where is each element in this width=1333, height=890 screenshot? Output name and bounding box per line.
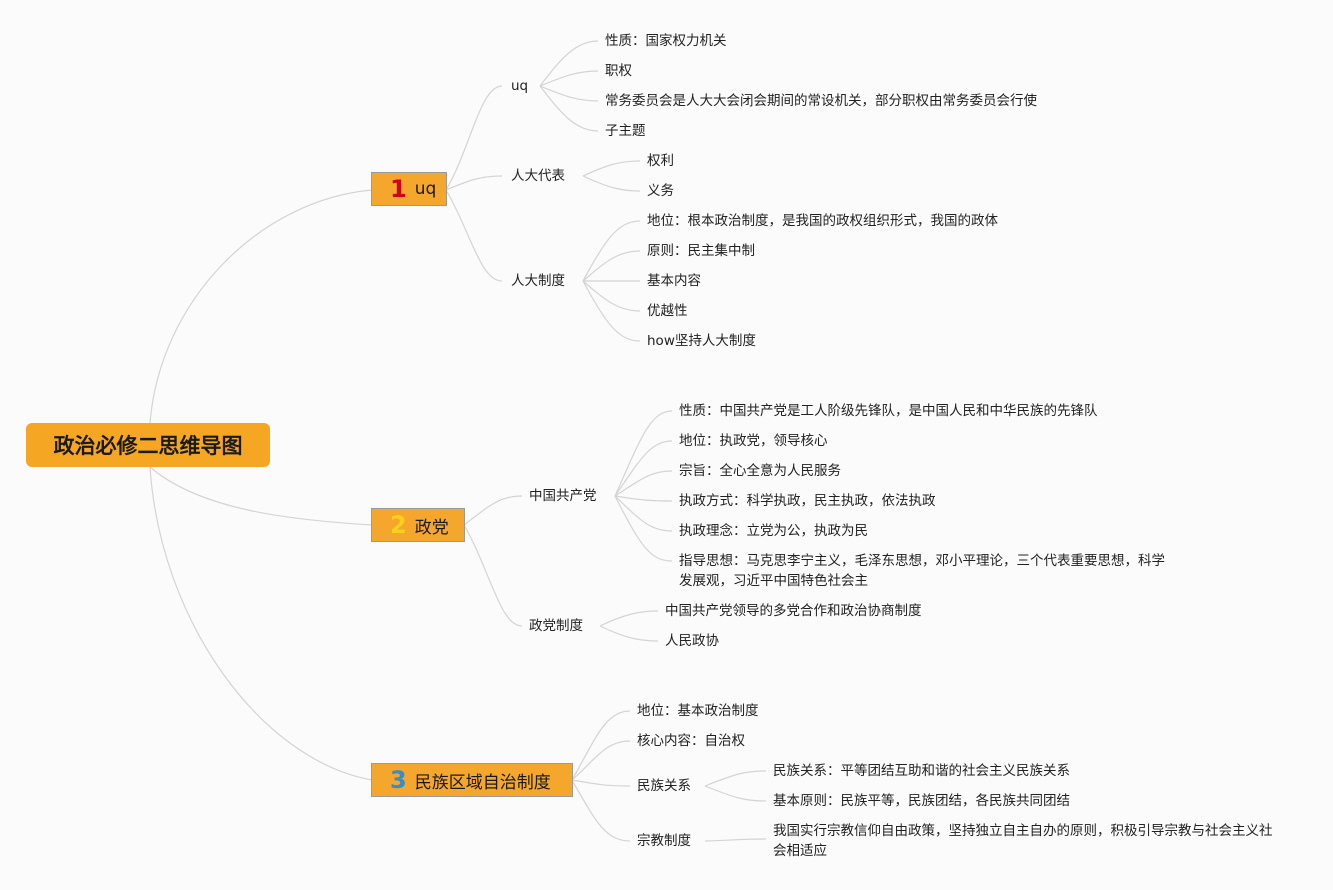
link-root-b1	[149, 189, 373, 424]
number-3-badge-icon: 3	[390, 766, 407, 794]
link-c3-l1	[582, 220, 641, 282]
topic-uq[interactable]: uq	[511, 78, 529, 94]
topic-core-content[interactable]: 核心内容：自治权	[637, 733, 745, 749]
leaf-item[interactable]: 宗旨：全心全意为人民服务	[679, 463, 841, 479]
leaf-item[interactable]: 性质：中国共产党是工人阶级先锋队，是中国人民和中华民族的先锋队	[679, 403, 1098, 419]
leaf-item[interactable]: 基本原则：民族平等，民族团结，各民族共同团结	[773, 793, 1070, 809]
link-c4-l3	[614, 470, 673, 497]
leaf-item[interactable]: 民族关系：平等团结互助和谐的社会主义民族关系	[773, 763, 1070, 779]
link-c5-l2	[599, 625, 659, 642]
link-c4-l1	[614, 410, 673, 497]
branch-2[interactable]: 2 政党	[371, 508, 465, 542]
link-c7-l1	[704, 838, 767, 842]
branch-1[interactable]: 1 uq	[371, 172, 447, 206]
link-c1-l4	[539, 85, 599, 132]
leaf-item[interactable]: 我国实行宗教信仰自由政策，坚持独立自主自办的原则，积极引导宗教与社会主义社会相适…	[773, 823, 1273, 859]
link-c4-l5	[614, 495, 673, 532]
link-b1-c2	[445, 175, 503, 191]
link-b3-c1	[571, 710, 631, 781]
link-c3-l5	[582, 280, 641, 342]
leaf-item[interactable]: 地位：根本政治制度，是我国的政权组织形式，我国的政体	[647, 213, 998, 229]
leaf-item[interactable]: 职权	[605, 63, 632, 79]
link-c1-l1	[539, 40, 599, 87]
topic-cpc[interactable]: 中国共产党	[529, 488, 597, 504]
root-title: 政治必修二思维导图	[53, 434, 243, 458]
leaf-item[interactable]: 子主题	[605, 123, 646, 139]
leaf-item[interactable]: 常务委员会是人大大会闭会期间的常设机关，部分职权由常务委员会行使	[605, 93, 1037, 109]
link-c6-l2	[704, 785, 767, 802]
topic-status[interactable]: 地位：基本政治制度	[637, 703, 759, 719]
leaf-item[interactable]: 原则：民主集中制	[647, 243, 755, 259]
link-c2-l1	[582, 160, 641, 177]
link-c4-l6	[614, 495, 673, 562]
topic-deputies[interactable]: 人大代表	[511, 168, 565, 184]
leaf-item[interactable]: 执政理念：立党为公，执政为民	[679, 523, 868, 539]
link-c3-l4	[582, 280, 641, 312]
leaf-item[interactable]: how坚持人大制度	[647, 333, 756, 349]
leaf-item[interactable]: 中国共产党领导的多党合作和政治协商制度	[665, 603, 922, 619]
link-c6-l1	[704, 770, 767, 787]
topic-npc-system[interactable]: 人大制度	[511, 273, 565, 289]
branch-label: uq	[414, 179, 437, 199]
branch-label: 民族区域自治制度	[414, 772, 551, 793]
leaf-item[interactable]: 人民政协	[665, 633, 719, 649]
topic-party-system[interactable]: 政党制度	[529, 618, 583, 634]
link-b1-c3	[445, 189, 503, 282]
branch-label: 政党	[414, 517, 449, 538]
link-b2-c2	[463, 524, 523, 627]
link-b3-c2	[571, 740, 631, 781]
link-c2-l2	[582, 175, 641, 192]
link-c5-l1	[599, 610, 659, 627]
link-b3-c3	[571, 779, 631, 787]
leaf-item[interactable]: 义务	[647, 183, 674, 199]
number-1-badge-icon: 1	[390, 175, 407, 203]
link-b1-c1	[445, 85, 503, 191]
topic-religion-system[interactable]: 宗教制度	[637, 833, 691, 849]
topic-ethnic-relations[interactable]: 民族关系	[637, 778, 691, 794]
leaf-item[interactable]: 权利	[647, 153, 674, 169]
link-c1-l2	[539, 70, 599, 87]
leaf-item[interactable]: 指导思想：马克思李宁主义，毛泽东思想，邓小平理论，三个代表重要思想，科学发展观，…	[679, 553, 1165, 589]
branch-3[interactable]: 3 民族区域自治制度	[371, 763, 573, 797]
link-b2-c1	[463, 495, 523, 526]
leaf-item[interactable]: 地位：执政党，领导核心	[679, 433, 828, 449]
link-c1-l3	[539, 85, 599, 102]
link-root-b3	[149, 466, 373, 781]
leaf-item[interactable]: 基本内容	[647, 273, 701, 289]
number-2-badge-icon: 2	[390, 511, 407, 539]
link-c3-l2	[582, 250, 641, 282]
link-c4-l4	[614, 495, 673, 502]
leaf-item[interactable]: 执政方式：科学执政，民主执政，依法执政	[679, 493, 936, 509]
leaf-item[interactable]: 优越性	[647, 303, 688, 319]
link-b3-c4	[571, 779, 631, 842]
root-topic[interactable]: 政治必修二思维导图	[26, 423, 270, 467]
leaf-item[interactable]: 性质：国家权力机关	[605, 33, 727, 49]
link-c4-l2	[614, 440, 673, 497]
link-root-b2	[149, 466, 373, 526]
